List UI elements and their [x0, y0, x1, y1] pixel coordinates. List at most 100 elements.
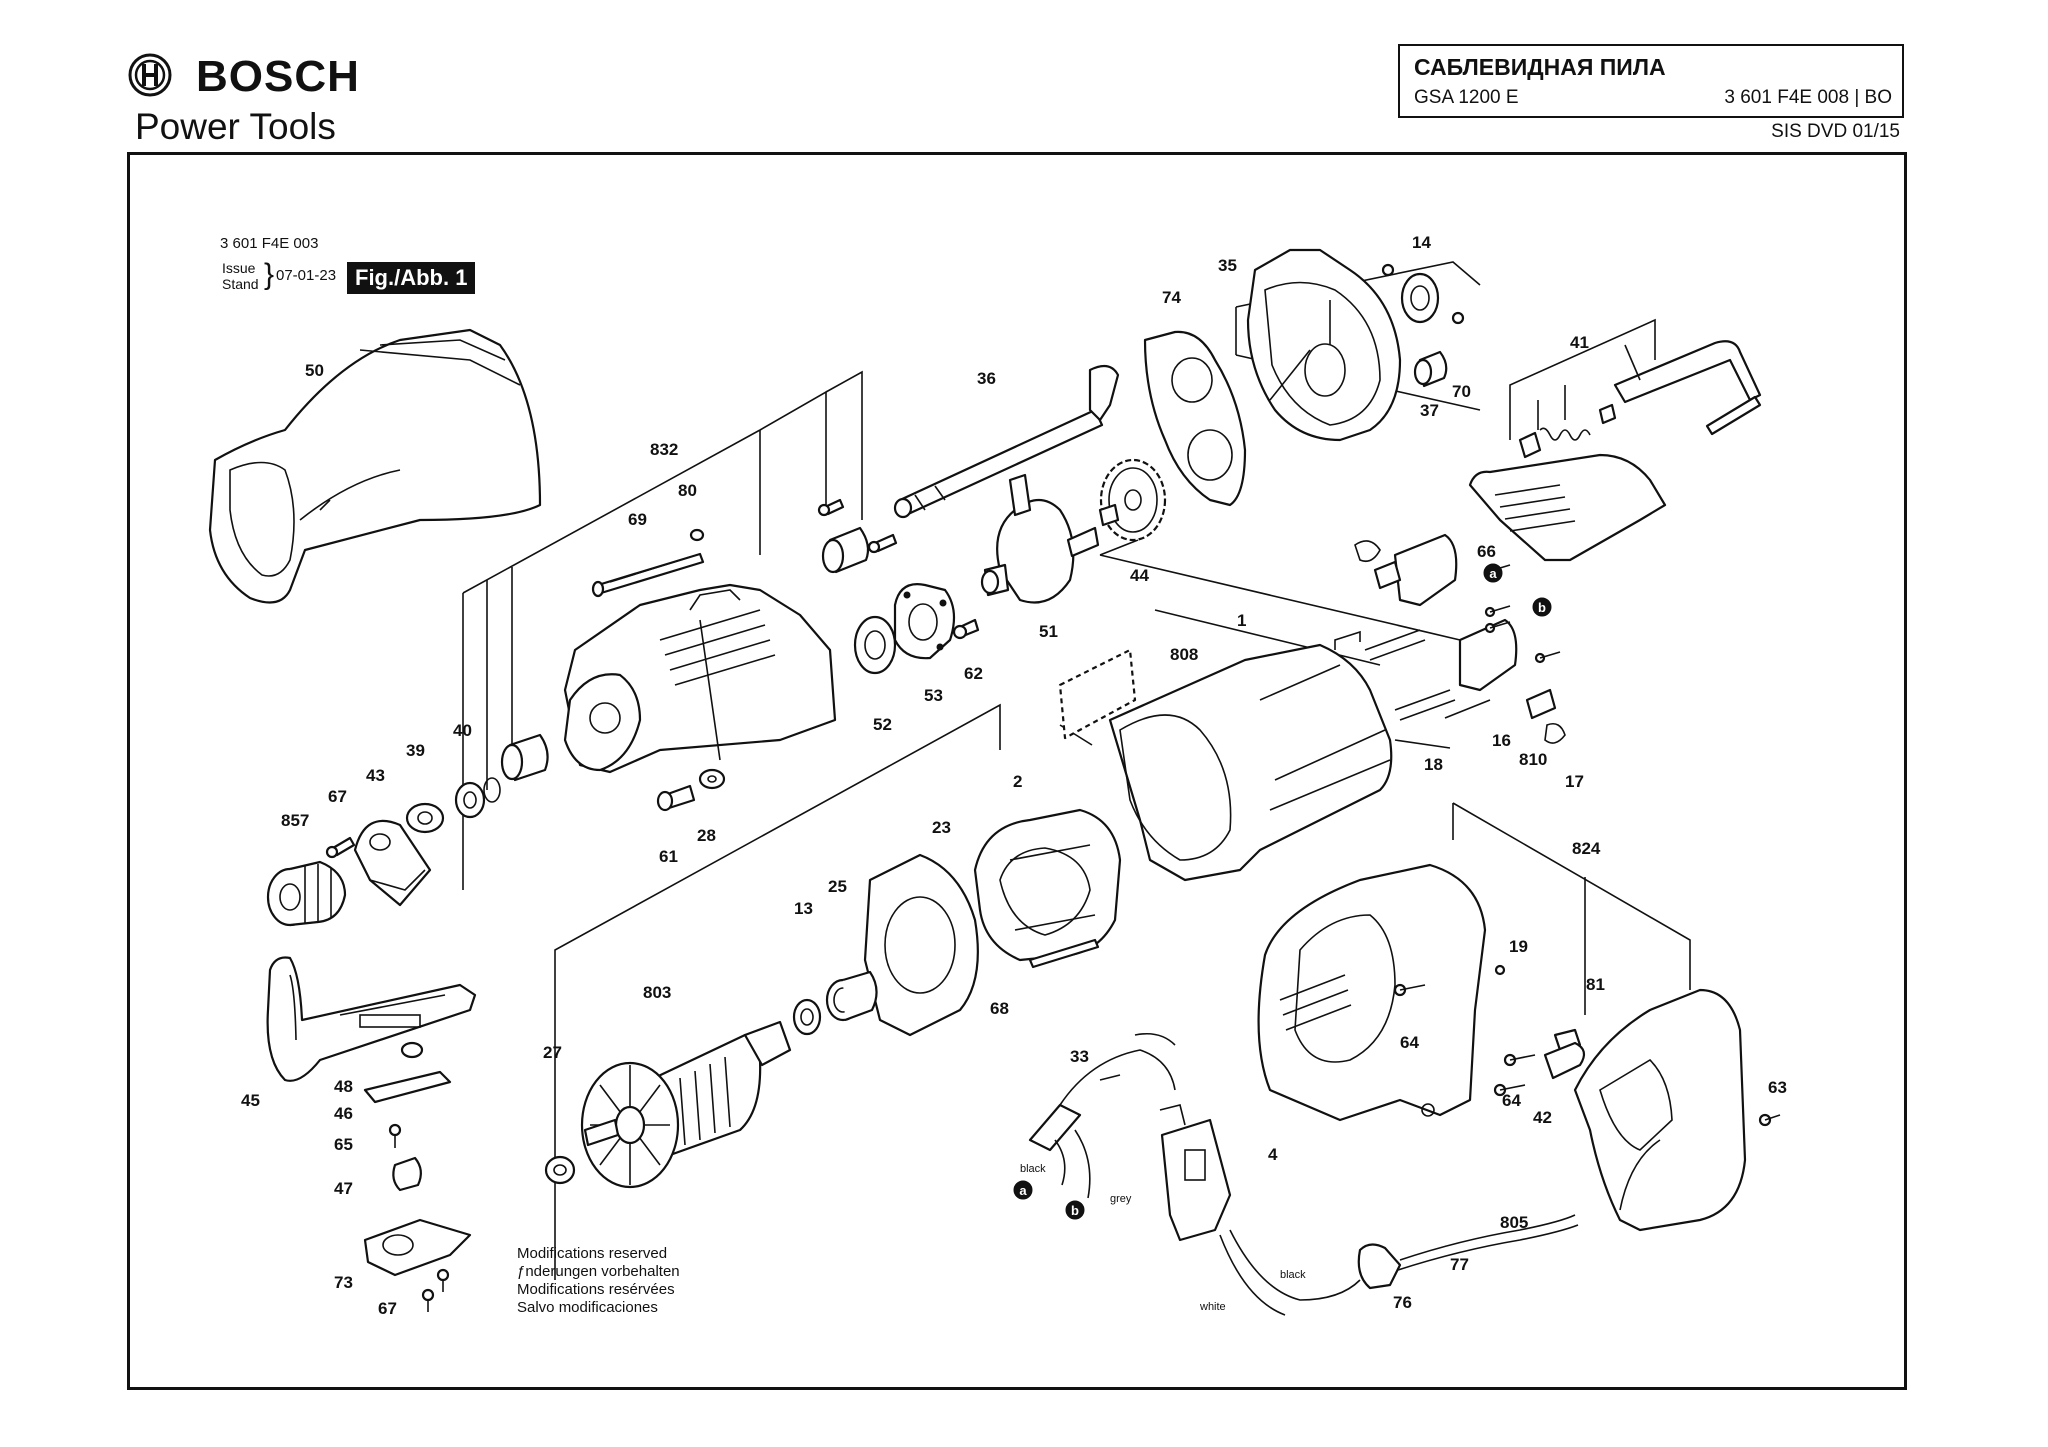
- part-label: 64: [1400, 1033, 1419, 1052]
- part-label-plate: [1058, 648, 1137, 740]
- marker-b: b: [1071, 1203, 1079, 1218]
- edition-label: SIS DVD 01/15: [1771, 121, 1900, 142]
- part-armature: [580, 1020, 792, 1189]
- part-label: 67: [328, 787, 347, 806]
- part-label: 46: [334, 1104, 353, 1123]
- part-washers: [405, 733, 549, 834]
- part-brush-holders: [1354, 533, 1566, 744]
- part-label: 65: [334, 1135, 353, 1154]
- note-line: ƒnderungen vorbehalten: [517, 1263, 680, 1280]
- part-label: 80: [678, 481, 697, 500]
- part-handle-shell: [1573, 988, 1747, 1232]
- part-screws: [325, 498, 980, 859]
- part-label: 25: [828, 877, 847, 896]
- part-label: 64: [1502, 1091, 1521, 1110]
- part-fan-baffle: [863, 853, 979, 1037]
- part-label: 44: [1130, 566, 1149, 585]
- part-label: 63: [1768, 1078, 1787, 1097]
- title-box: САБЛЕВИДНАЯ ПИЛА GSA 1200 E 3 601 F4E 00…: [1398, 44, 1904, 118]
- part-housing-cover: [208, 328, 542, 604]
- part-label: 74: [1162, 288, 1181, 307]
- part-label: 27: [543, 1043, 562, 1062]
- connection-markers: a b a b: [1013, 563, 1552, 1220]
- part-label: 36: [977, 369, 996, 388]
- part-label: 73: [334, 1273, 353, 1292]
- part-label: 66: [1477, 542, 1496, 561]
- part-label: 40: [453, 721, 472, 740]
- part-label: 14: [1412, 233, 1431, 252]
- part-label: 19: [1509, 937, 1528, 956]
- part-labels: 50 832 69 80 36 74 35 14 37 70 41 44 51 …: [241, 233, 1787, 1318]
- part-label: 803: [643, 983, 671, 1002]
- marker-a: a: [1489, 566, 1497, 581]
- part-label: 41: [1570, 333, 1589, 352]
- diagram-frame: [127, 152, 1907, 1390]
- marker-b: b: [1538, 600, 1546, 615]
- part-blade-guard: [353, 819, 432, 907]
- part-shoe-assembly: [363, 1041, 472, 1312]
- brand-name: BOSCH: [196, 52, 360, 101]
- part-drive-gear: [1098, 458, 1167, 542]
- part-chuck-collar: [266, 860, 347, 927]
- part-switch-lock: [1393, 964, 1781, 1127]
- part-number: 3 601 F4E 008 | BO: [1724, 87, 1892, 108]
- part-label: 67: [378, 1299, 397, 1318]
- part-label: 4: [1268, 1145, 1278, 1164]
- part-label: 16: [1492, 731, 1511, 750]
- document-title: САБЛЕВИДНАЯ ПИЛА: [1414, 54, 1666, 80]
- wire-label: black: [1280, 1269, 1306, 1281]
- part-motor-housing: [1108, 630, 1393, 882]
- part-label: 810: [1519, 750, 1547, 769]
- part-label: 62: [964, 664, 983, 683]
- issue-label: Issue: [222, 260, 256, 276]
- note-line: Salvo modificaciones: [517, 1299, 658, 1316]
- part-label: 76: [1393, 1293, 1412, 1312]
- part-rotor-bearings: [792, 970, 878, 1036]
- stand-label: Stand: [222, 276, 259, 292]
- part-label: 42: [1533, 1108, 1552, 1127]
- part-label: 51: [1039, 622, 1058, 641]
- part-label: 77: [1450, 1255, 1469, 1274]
- part-lever-spring: [1518, 340, 1762, 459]
- part-label: 808: [1170, 645, 1198, 664]
- exploded-view-diagram: a b a b black grey black white 50 832 69…: [208, 233, 1787, 1318]
- part-label: 39: [406, 741, 425, 760]
- part-label: 52: [873, 715, 892, 734]
- note-line: Modifications resérvées: [517, 1281, 675, 1298]
- part-armature-washer: [544, 1155, 576, 1185]
- part-label: 832: [650, 440, 678, 459]
- part-label: 53: [924, 686, 943, 705]
- brand-subtitle: Power Tools: [135, 106, 336, 147]
- bosch-logo-icon: [127, 52, 173, 98]
- part-label: 17: [1565, 772, 1584, 791]
- part-label: 2: [1013, 772, 1022, 791]
- part-power-cable: [1219, 1214, 1579, 1316]
- part-label: 70: [1452, 382, 1471, 401]
- brace-icon: }: [264, 258, 275, 291]
- part-guide-sleeve: [821, 526, 870, 574]
- part-label: 824: [1572, 839, 1601, 858]
- part-label: 13: [794, 899, 813, 918]
- part-label: 857: [281, 811, 309, 830]
- part-gasket: [1143, 330, 1247, 507]
- wire-label: black: [1020, 1163, 1046, 1175]
- part-label: 61: [659, 847, 678, 866]
- part-label: 37: [1420, 401, 1439, 420]
- part-label: 35: [1218, 256, 1237, 275]
- wire-labels: black grey black white: [1020, 1163, 1306, 1313]
- part-crank-shaft: [980, 473, 1100, 604]
- part-label: 69: [628, 510, 647, 529]
- part-label: 43: [366, 766, 385, 785]
- part-stator: [973, 808, 1122, 969]
- model-name: GSA 1200 E: [1414, 87, 1519, 108]
- marker-a: a: [1019, 1183, 1027, 1198]
- part-gear-cover: [1246, 248, 1402, 442]
- wire-label: grey: [1110, 1193, 1132, 1205]
- part-label: 45: [241, 1091, 260, 1110]
- part-label: 68: [990, 999, 1009, 1018]
- wire-label: white: [1199, 1301, 1226, 1313]
- part-handle-housing: [1257, 863, 1487, 1122]
- part-label: 1: [1237, 611, 1246, 630]
- part-label: 48: [334, 1077, 353, 1096]
- part-label: 50: [305, 361, 324, 380]
